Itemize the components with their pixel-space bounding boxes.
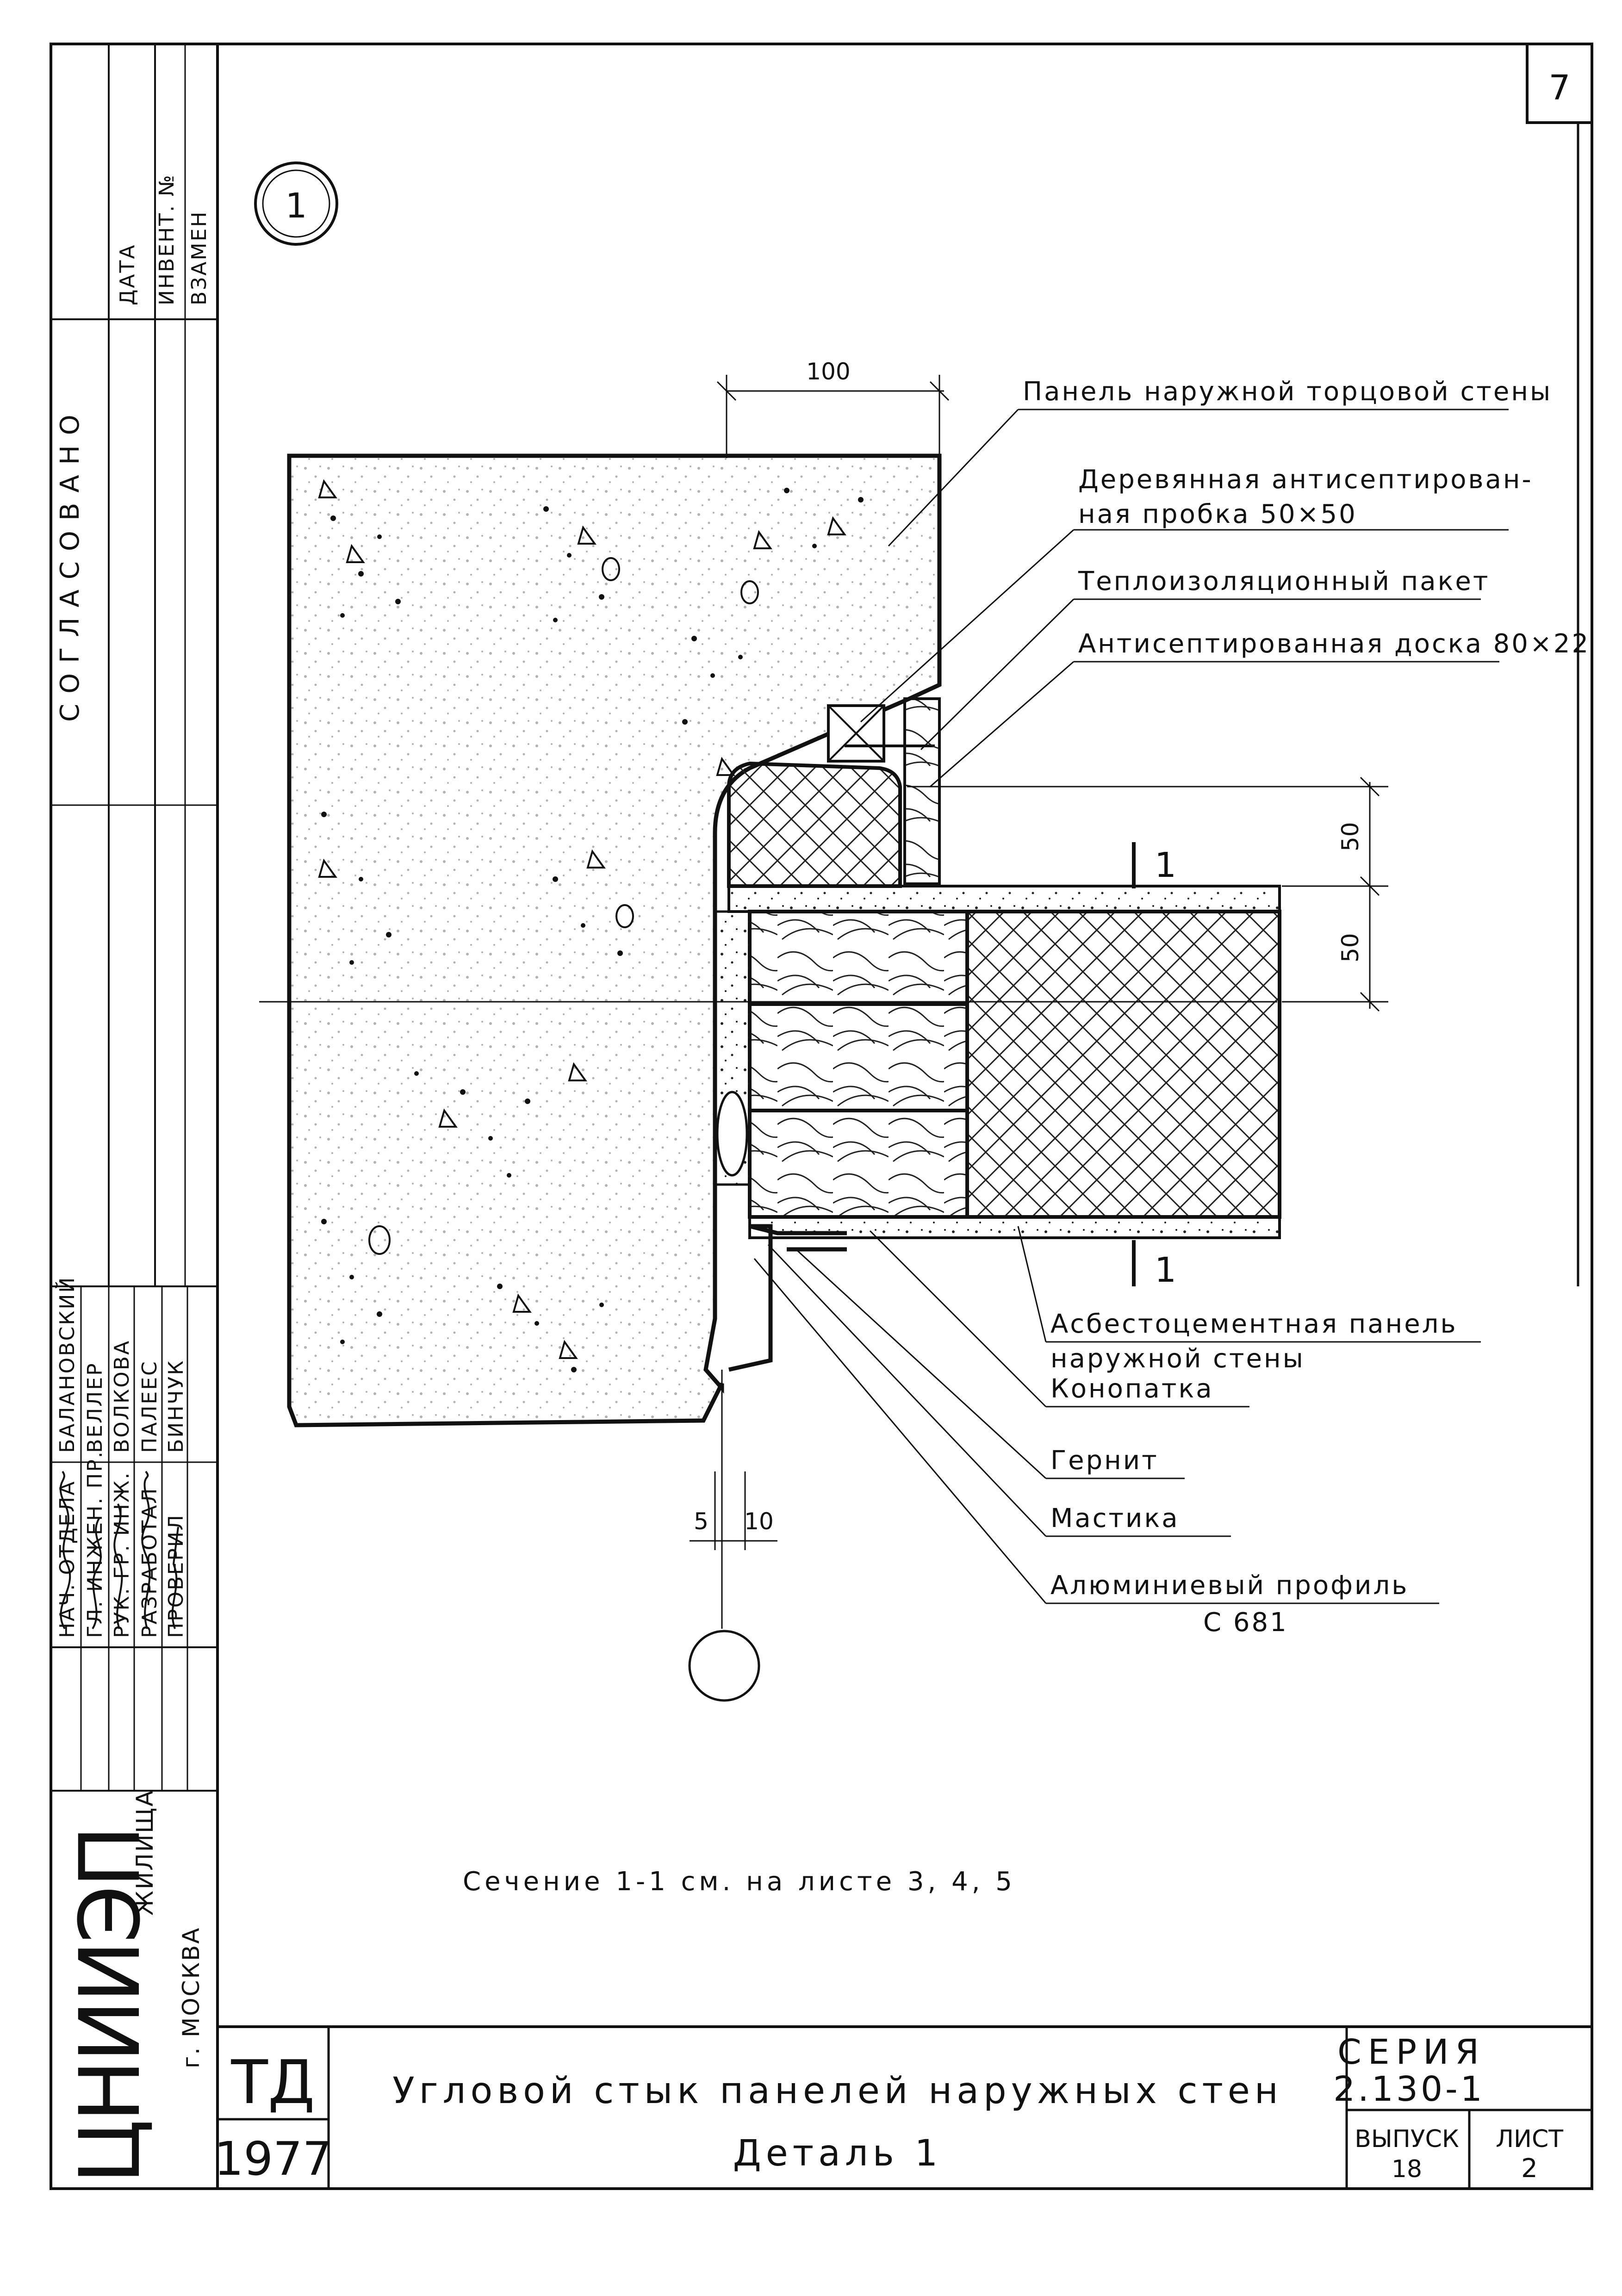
doc-title-line2: Деталь 1 xyxy=(733,2133,942,2174)
stamp-agreed: СОГЛАСОВАНО xyxy=(55,404,85,722)
section-mark-bottom: 1 xyxy=(1155,1250,1176,1290)
doc-year: 1977 xyxy=(214,2132,332,2186)
series-value: 2.130-1 xyxy=(1333,2069,1485,2109)
stamp-name-chief-eng: ВЕЛЛЕР xyxy=(83,1362,107,1453)
axis-bubble xyxy=(688,1630,760,1702)
dim-gap-10: 10 xyxy=(744,1508,774,1535)
sheet-frame xyxy=(50,43,1593,2190)
callout-caulking: Конопатка xyxy=(1050,1374,1214,1404)
signatures xyxy=(59,1471,179,1630)
dim-height-50-upper: 50 xyxy=(1337,822,1364,851)
dimension-lines xyxy=(690,375,1388,1550)
title-block xyxy=(218,2025,1592,2189)
antiseptic-board xyxy=(903,697,941,885)
stamp-field-replaces: ВЗАМЕН xyxy=(187,211,211,305)
issue-label: ВЫПУСК xyxy=(1355,2125,1459,2153)
wood-frame-cells xyxy=(748,910,969,1219)
stamp-name-head: БАЛАНОВСКИЙ xyxy=(55,1276,79,1453)
stamp-field-date: ДАТА xyxy=(116,244,139,305)
callout-gernit: Гернит xyxy=(1050,1446,1159,1476)
aggregate-dots xyxy=(321,488,864,1372)
doc-title-line1: Угловой стык панелей наружных стен xyxy=(392,2070,1283,2112)
callout-wood-plug-l2: ная пробка 50×50 xyxy=(1078,499,1357,529)
doc-code: ТД xyxy=(231,2047,315,2117)
stamp-role-head: НАЧ. ОТДЕЛА xyxy=(56,1480,79,1638)
callout-asbestos-panel-l2: наружной стены xyxy=(1050,1344,1305,1374)
leader-lines xyxy=(753,409,1509,1604)
org-city: г. МОСКВА xyxy=(178,1927,205,2068)
dim-width-100: 100 xyxy=(806,358,850,385)
callout-profile-code: С 681 xyxy=(1203,1607,1288,1638)
dim-height-50-lower: 50 xyxy=(1337,933,1364,962)
callout-wood-plug-l1: Деревянная антисептирован- xyxy=(1078,465,1533,495)
aggregate-texture xyxy=(318,479,846,1359)
wood-plug xyxy=(827,704,935,763)
callout-thermal-pack: Теплоизоляционный пакет xyxy=(1078,566,1490,596)
side-stamp xyxy=(51,44,218,1792)
callout-end-wall-panel: Панель наружной торцовой стены xyxy=(1023,377,1552,407)
callout-asbestos-panel-l1: Асбестоцементная панель xyxy=(1050,1309,1457,1339)
top-facing-strip xyxy=(727,885,1281,913)
section-mark-top: 1 xyxy=(1155,845,1176,885)
gernit-seal xyxy=(716,1091,748,1177)
callout-mastic: Мастика xyxy=(1050,1503,1180,1533)
callout-aluminium-profile: Алюминиевый профиль xyxy=(1050,1570,1409,1601)
stamp-role-chief-eng: ГЛ. ИНЖЕН. ПР. xyxy=(83,1450,107,1638)
thermal-insulation-pack xyxy=(965,910,1281,1219)
dim-gap-5: 5 xyxy=(694,1508,708,1535)
detail-marker xyxy=(254,161,338,246)
stamp-name-author: ПАЛЕЕС xyxy=(138,1360,162,1453)
stamp-name-group-lead: ВОЛКОВА xyxy=(110,1340,134,1453)
series-label: СЕРИЯ xyxy=(1337,2032,1485,2072)
section-note: Сечение 1-1 см. на листе 3, 4, 5 xyxy=(463,1867,1016,1897)
corner-insulation xyxy=(727,761,902,888)
org-suffix: ЖИЛИЩА xyxy=(131,1789,158,1916)
org-logo: ЦНИИЭП xyxy=(62,1828,159,2184)
sheet-value: 2 xyxy=(1521,2153,1538,2184)
stamp-role-group-lead: РУК. ГР. ИНЖ. xyxy=(110,1471,134,1638)
callout-antiseptic-board: Антисептированная доска 80×22 xyxy=(1078,629,1590,659)
sheet-label: ЛИСТ xyxy=(1496,2125,1563,2153)
stamp-field-inventory: ИНВЕНТ. № xyxy=(155,174,179,305)
stamp-name-checker: БИНЧУК xyxy=(164,1359,188,1453)
sheet-number: 7 xyxy=(1548,68,1570,108)
issue-value: 18 xyxy=(1392,2155,1422,2183)
detail-marker-number: 1 xyxy=(285,186,307,226)
